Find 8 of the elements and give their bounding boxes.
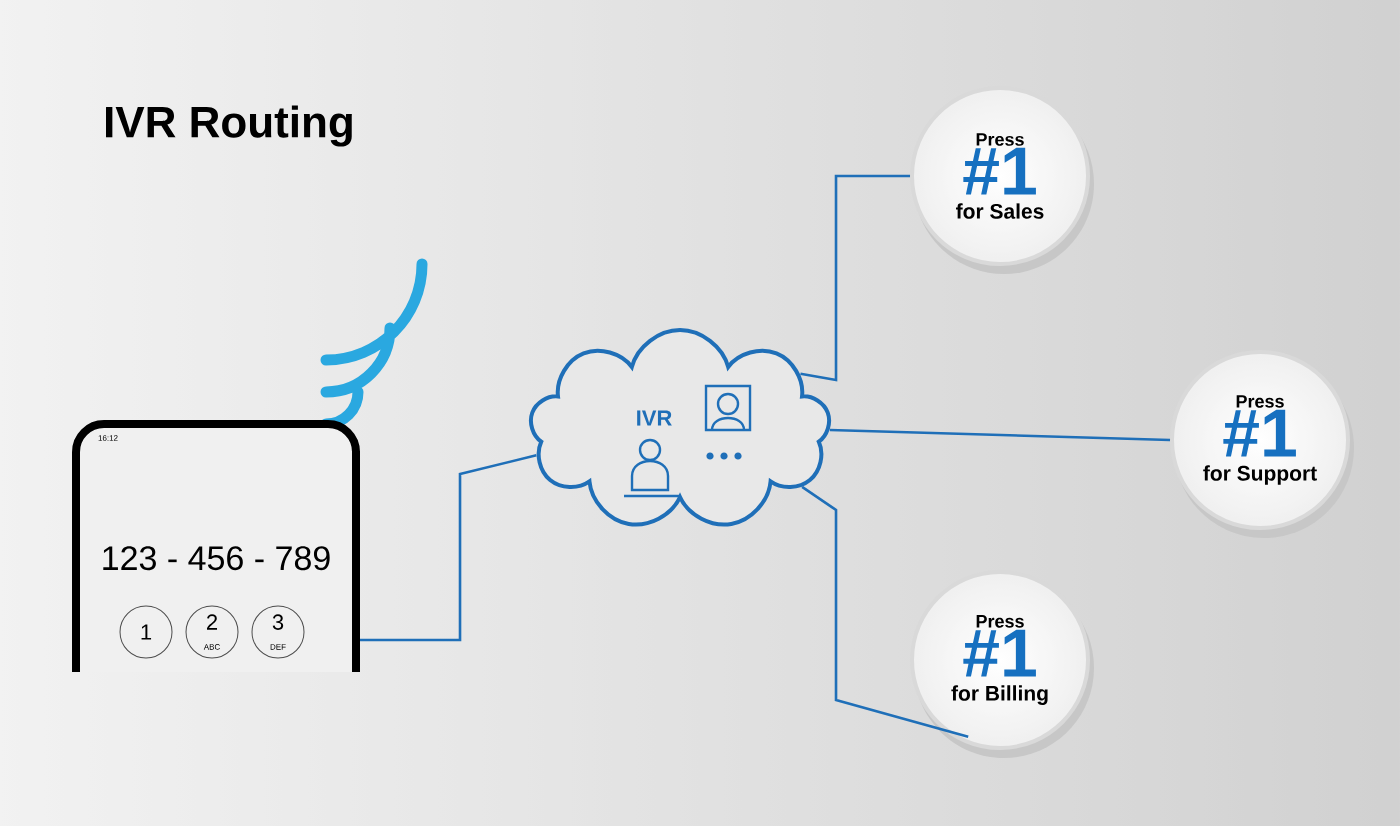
keypad-key: 1 (119, 605, 173, 659)
node-label: 123 - 456 - 789 (103, 546, 330, 571)
cloud: IVR (528, 328, 832, 527)
connector-line (801, 485, 969, 739)
connector-line (829, 428, 1171, 442)
title: IVR Routing (106, 105, 352, 147)
connector-line (800, 174, 910, 382)
connector-line (360, 454, 537, 642)
